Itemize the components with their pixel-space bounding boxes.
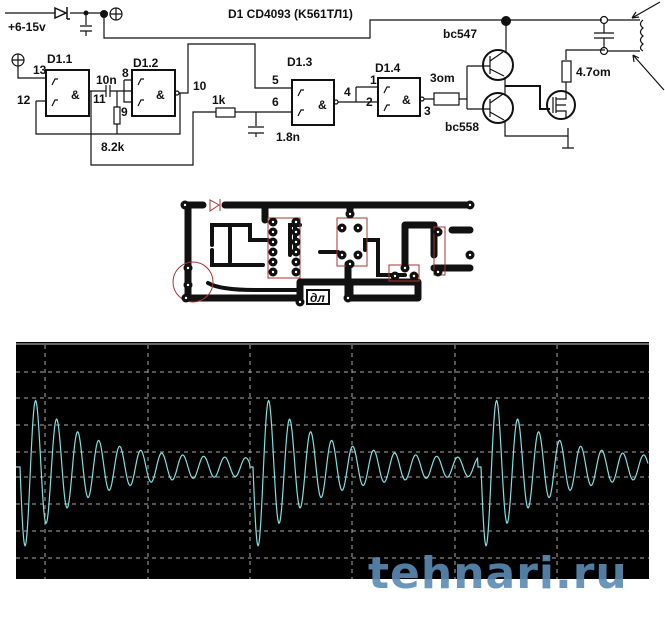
scope-grid <box>16 345 649 579</box>
pcb-pad-hole <box>436 230 440 234</box>
mosfet-icon <box>546 90 576 120</box>
pcb-pad-hole <box>271 240 275 244</box>
pin-label: 5 <box>272 73 279 87</box>
pcb-pad-hole <box>436 270 440 274</box>
pcb-layout: дл <box>172 199 475 307</box>
diode-icon <box>209 199 221 212</box>
resistor-3om <box>433 92 460 106</box>
schematic: D1 CD4093 (K561ТЛ1) +6-15v D1.1 13 12 & … <box>5 1 665 166</box>
diode-icon <box>54 6 70 20</box>
pcb-pad-hole <box>183 203 187 207</box>
pin-label: 8 <box>122 66 129 80</box>
npn-transistor-icon <box>482 21 514 81</box>
pin-label: 4 <box>344 85 351 99</box>
pcb-pad-hole <box>340 253 344 257</box>
pcb-pad-hole <box>294 240 298 244</box>
supply-capacitor <box>80 13 92 36</box>
gate-label: D1.1 <box>47 52 73 66</box>
arrow-icon <box>631 1 661 19</box>
pcb-pad-hole <box>346 296 350 300</box>
gate-label: D1.3 <box>287 55 313 69</box>
watermark: tehnari.ru <box>368 548 628 599</box>
arrow-icon <box>632 54 665 91</box>
pcb-pad-hole <box>271 250 275 254</box>
gate-label: D1.4 <box>375 61 401 75</box>
gate-d1-3 <box>291 79 335 126</box>
resistor-label: 8.2k <box>101 140 125 154</box>
transistor-label: bc547 <box>443 27 477 41</box>
scope-trace <box>16 399 649 547</box>
pcb-pad-hole <box>186 283 190 287</box>
pcb-pad-hole <box>348 262 352 266</box>
pcb-pad-hole <box>468 203 472 207</box>
pcb-pad-hole <box>412 274 416 278</box>
plus-terminal-icon <box>109 7 123 21</box>
pcb-pad-hole <box>403 266 407 270</box>
pin-label: 6 <box>272 95 279 109</box>
pcb-pad-hole <box>340 226 344 230</box>
pcb-pad-hole <box>298 300 302 304</box>
resistor-1k <box>215 107 236 118</box>
pcb-pad-hole <box>393 274 397 278</box>
oscilloscope-screen <box>16 342 649 579</box>
pnp-transistor-icon <box>482 92 514 124</box>
pcb-pad-hole <box>356 226 360 230</box>
pcb-pad-hole <box>186 266 190 270</box>
pcb-pad-hole <box>184 296 188 300</box>
plus-terminal-icon <box>11 53 25 67</box>
capacitor-label: 10n <box>96 73 117 87</box>
pcb-pad-hole <box>271 230 275 234</box>
pin-label: 9 <box>121 105 128 119</box>
pcb-pad-hole <box>356 253 360 257</box>
pcb-marking <box>306 289 330 305</box>
gate-d1-1 <box>45 69 90 117</box>
pin-label: 12 <box>17 93 31 107</box>
pcb-pad-hole <box>294 270 298 274</box>
chip-title: D1 CD4093 (K561ТЛ1) <box>228 7 353 21</box>
schmitt-icon <box>51 78 58 107</box>
pcb-pad-hole <box>271 220 275 224</box>
pcb-pad-hole <box>468 253 472 257</box>
resistor-label: 3om <box>430 71 455 85</box>
and-symbol: & <box>318 98 327 112</box>
pin-label: 3 <box>424 104 431 118</box>
pin-label: 13 <box>33 63 47 77</box>
and-symbol: & <box>71 88 80 102</box>
pcb-pad-hole <box>294 260 298 264</box>
pcb-marking-text: дл <box>310 291 325 305</box>
capacitor-label: 1.8n <box>276 130 300 144</box>
pcb-pad-hole <box>294 230 298 234</box>
pcb-pad-hole <box>271 260 275 264</box>
gate-label: D1.2 <box>133 56 159 70</box>
pcb-pad-hole <box>271 270 275 274</box>
pin-label: 11 <box>93 92 106 106</box>
pcb-pad-hole <box>294 250 298 254</box>
pcb-pad-hole <box>348 212 352 216</box>
pin-label: 2 <box>366 95 373 109</box>
coil-icon <box>639 19 644 52</box>
resistor-label: 1k <box>212 93 226 107</box>
resistor-8-2k <box>113 106 121 125</box>
and-symbol: & <box>402 93 411 107</box>
pin-label: 10 <box>193 79 207 93</box>
and-symbol: & <box>156 88 165 102</box>
resistor-label: 4.7om <box>576 65 611 79</box>
pcb-pads <box>180 200 475 307</box>
pin-label: 1 <box>370 73 377 87</box>
gate-d1-2 <box>131 69 176 117</box>
transistor-label: bc558 <box>445 120 479 134</box>
pcb-pad-hole <box>294 220 298 224</box>
resistor-4-7om <box>561 60 572 83</box>
supply-label: +6-15v <box>8 20 46 34</box>
